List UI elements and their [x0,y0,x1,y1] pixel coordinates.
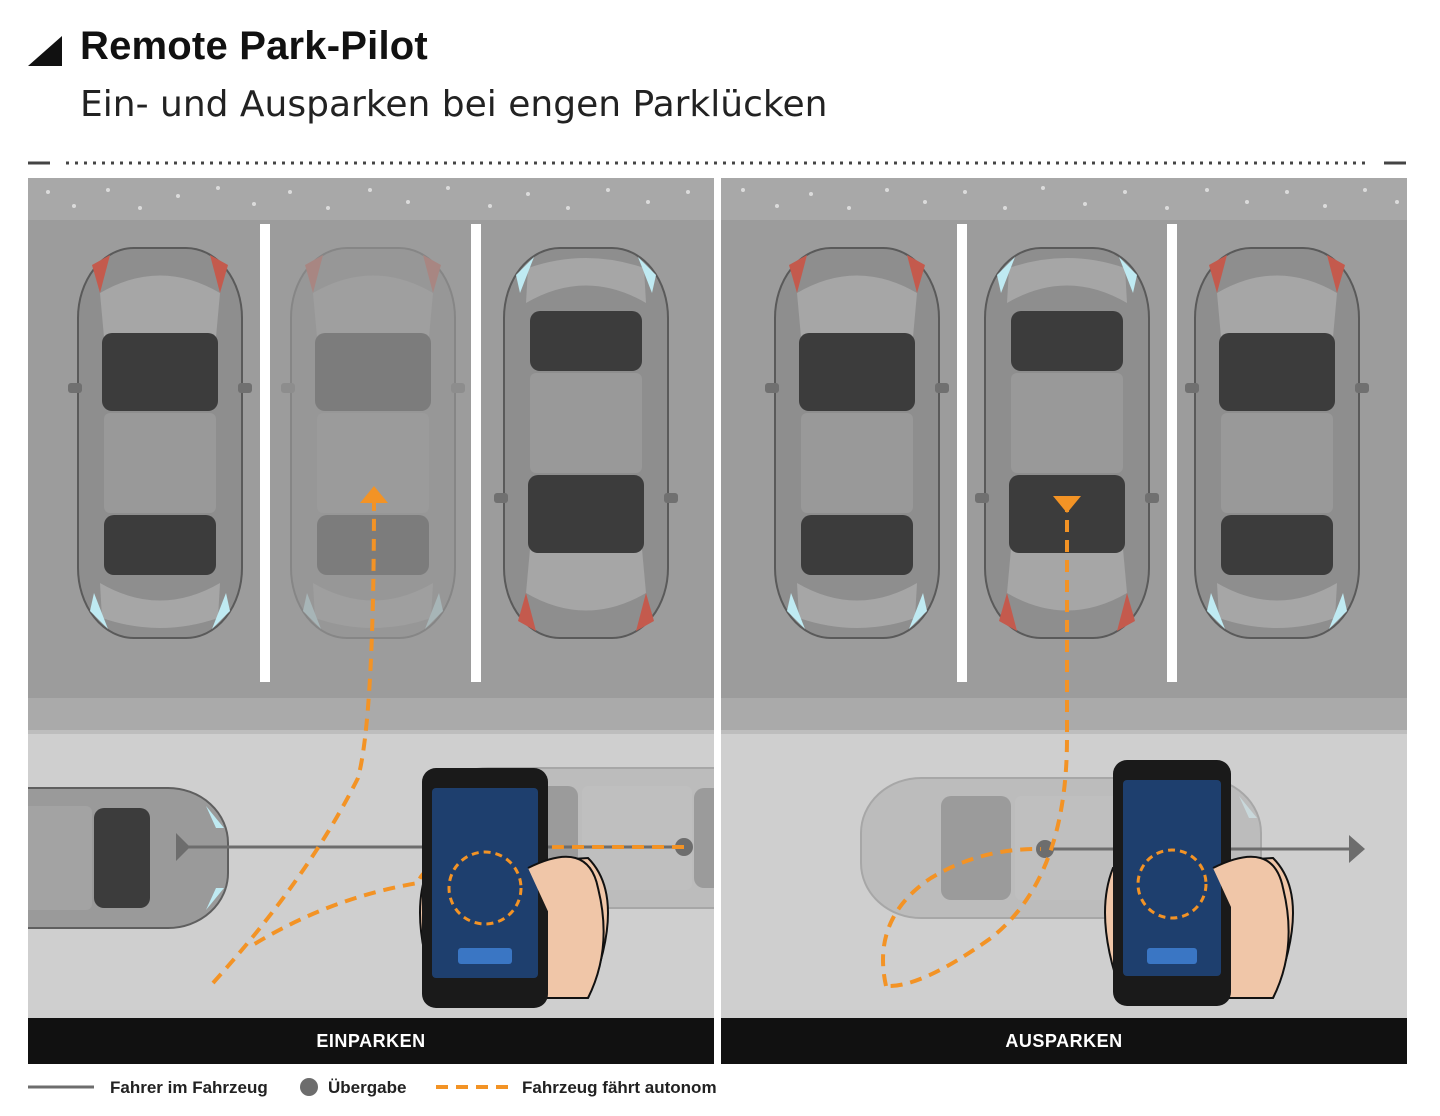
solid-line-icon [28,1085,94,1089]
einparken-illustration [28,178,714,1018]
triangle-icon [28,36,62,66]
dashed-line-icon [436,1085,508,1089]
leaving-car [974,247,1160,639]
panel-einparken: EINPARKEN [28,178,714,1064]
legend-item-autonomous: Fahrzeug fährt autonom [436,1074,736,1102]
page-subtitle: Ein- und Ausparken bei engen Parklücken [80,84,828,125]
header: Remote Park-Pilot Ein- und Ausparken bei… [28,24,1408,144]
dot-icon [300,1078,318,1096]
smartphone [419,768,609,1008]
smartphone [1104,760,1294,1006]
arriving-car [28,787,229,929]
parked-car-left [67,247,253,639]
header-divider [28,161,1406,165]
parked-car-right [1184,247,1370,639]
legend: Fahrer im Fahrzeug Übergabe Fahrzeug fäh… [28,1074,1418,1102]
legend-item-handover: Übergabe [298,1074,438,1102]
ausparken-illustration [721,178,1407,1018]
parked-car-left [764,247,950,639]
panel-label-ausparken: AUSPARKEN [721,1018,1407,1064]
panel-label-einparken: EINPARKEN [28,1018,714,1064]
page-title: Remote Park-Pilot [80,24,428,68]
handover-point [1036,840,1054,858]
panel-ausparken: AUSPARKEN [721,178,1407,1064]
parked-car-right [493,247,679,639]
legend-item-driver: Fahrer im Fahrzeug [28,1074,268,1102]
